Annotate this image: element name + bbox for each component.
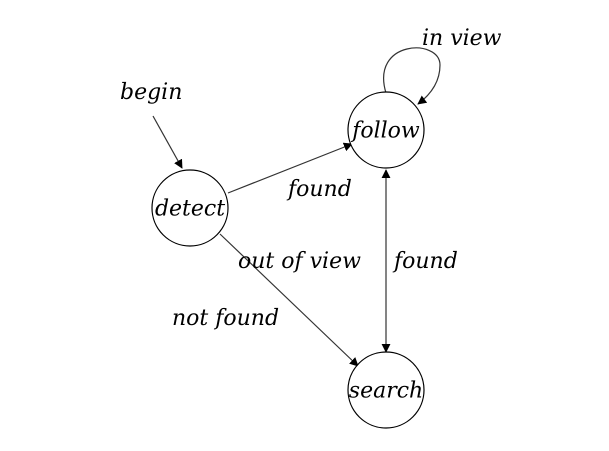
edge-begin-detect [152, 115, 183, 169]
state-follow: follow [347, 91, 425, 169]
edge-label-not-found: not found [172, 306, 279, 331]
edge-label-in-view: in view [422, 26, 502, 51]
edge-follow-self-loop [383, 47, 441, 105]
state-follow-label: follow [350, 119, 420, 144]
edge-label-found-search-follow: found [392, 249, 458, 274]
state-detect-label: detect [155, 197, 225, 222]
state-detect-circle [151, 169, 229, 247]
edge-label-begin: begin [120, 80, 182, 105]
edge-label-out-of-view: out of view [238, 249, 361, 274]
state-search-circle [347, 351, 425, 429]
edge-label-found-detect-follow: found [286, 177, 352, 202]
state-follow-circle [347, 91, 425, 169]
state-search: search [347, 351, 425, 429]
edge-detect-search [219, 233, 359, 367]
edge-detect-follow [227, 142, 353, 194]
state-detect: detect [151, 169, 229, 247]
state-search-label: search [349, 379, 423, 404]
